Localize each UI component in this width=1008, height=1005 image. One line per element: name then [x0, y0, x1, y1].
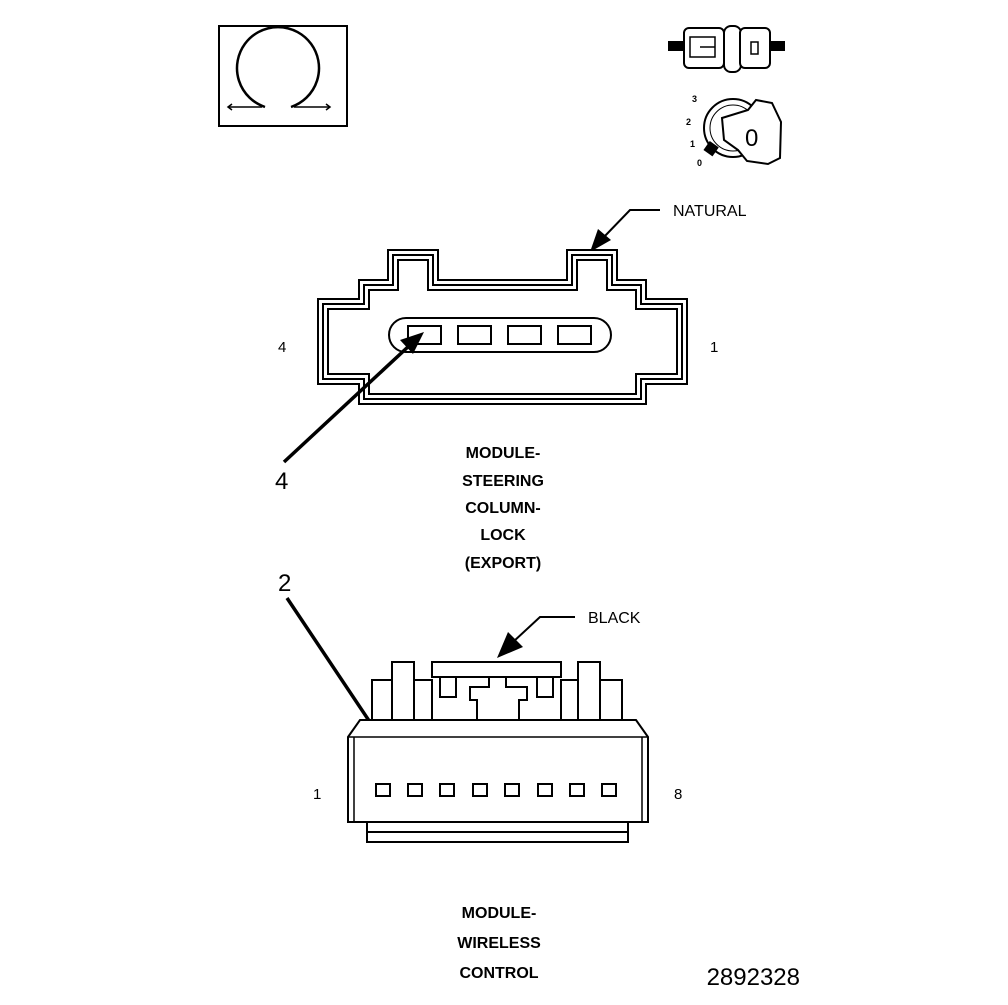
- name-line: (EXPORT): [465, 555, 541, 572]
- connector-2-cavity: [472, 783, 488, 797]
- color-callout-arrowhead: [497, 632, 523, 658]
- connector-2-cavity: [601, 783, 617, 797]
- cavity-callout-arrowhead: [400, 332, 424, 354]
- key-position-1: 1: [690, 139, 695, 149]
- key-position-2: 2: [686, 117, 691, 127]
- connector-2-callout-number: 2: [278, 570, 291, 597]
- name-line: WIRELESS: [457, 935, 541, 952]
- connector-2-cavity: [569, 783, 585, 797]
- connector-1-name: MODULE- STEERING COLUMN- LOCK (EXPORT): [462, 445, 544, 572]
- connector-1-pin-right: 1: [710, 339, 718, 356]
- name-line: COLUMN-: [465, 500, 541, 517]
- key-position-0: 0: [697, 158, 702, 168]
- connector-2-cavity: [537, 783, 553, 797]
- connector-2-pin-left: 1: [313, 786, 321, 803]
- connector-1-color-label: NATURAL: [673, 203, 747, 220]
- name-line: MODULE-: [466, 445, 541, 462]
- connector-1-callout-number: 4: [275, 468, 288, 495]
- connector-2-name: MODULE- WIRELESS CONTROL: [457, 905, 541, 982]
- connector-2-cavity: [407, 783, 423, 797]
- key-position-3: 3: [692, 94, 697, 104]
- connector-1-cavity: [507, 325, 542, 345]
- color-callout-arrowhead: [590, 229, 611, 252]
- connector-2-pin-right: 8: [674, 786, 682, 803]
- document-id: 2892328: [707, 964, 800, 991]
- connector-1-pin-left: 4: [278, 339, 286, 356]
- name-line: STEERING: [462, 473, 544, 490]
- connector-1-cavity: [557, 325, 592, 345]
- key-label: 0: [745, 125, 758, 152]
- name-line: LOCK: [480, 527, 526, 544]
- connector-1-housing: [317, 249, 688, 405]
- name-line: CONTROL: [459, 965, 538, 982]
- connector-2-cavity: [504, 783, 520, 797]
- connector-2-housing: [347, 661, 649, 843]
- ignition-key-icon: 3 2 1 0 0: [686, 94, 783, 168]
- connector-view-symbol-icon: [218, 25, 348, 127]
- terminal-connector-icon: [668, 25, 785, 73]
- connector-1: NATURAL 4 1 4 MODULE- STEERING COLUMN- L…: [275, 203, 747, 572]
- connector-1-cavity: [457, 325, 492, 345]
- connector-2: 2 BLACK: [278, 570, 682, 982]
- connector-2-cavity: [439, 783, 455, 797]
- name-line: MODULE-: [462, 905, 537, 922]
- connector-2-color-label: BLACK: [588, 610, 641, 627]
- connector-2-cavity: [375, 783, 391, 797]
